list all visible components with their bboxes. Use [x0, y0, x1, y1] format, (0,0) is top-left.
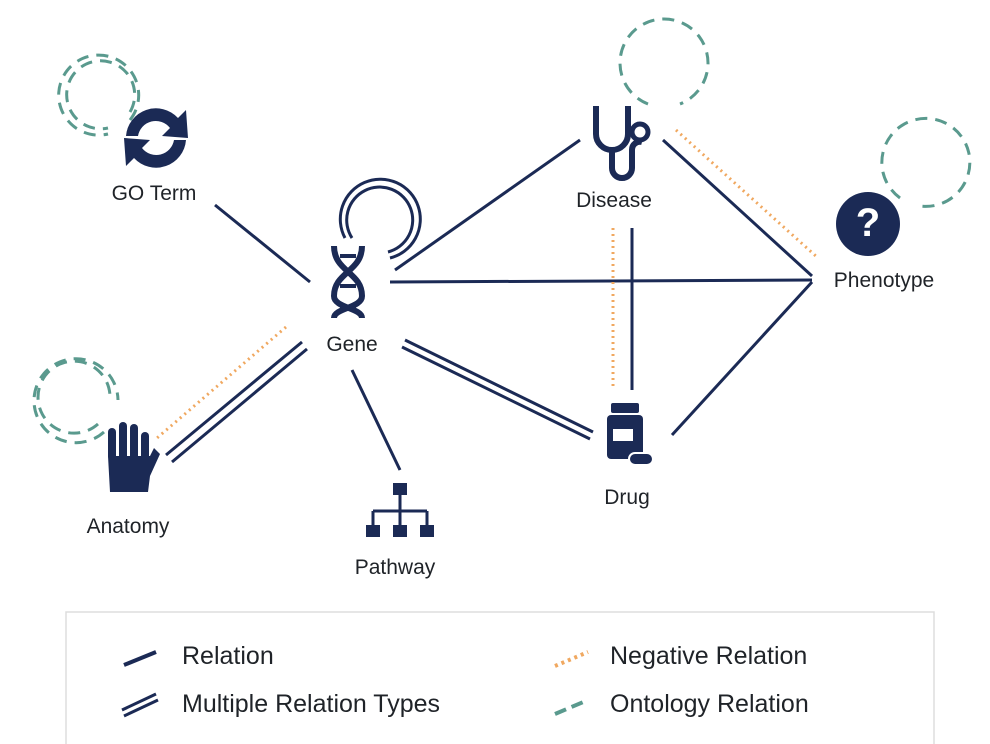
edge-gene-disease: [394, 138, 581, 272]
legend-relation-swatch: [123, 650, 157, 667]
legend-ontology-label: Ontology Relation: [610, 690, 809, 718]
dna-icon: [330, 245, 366, 319]
disease-label: Disease: [576, 189, 652, 212]
legend-multiple-label: Multiple Relation Types: [182, 690, 440, 718]
legend-box: [65, 611, 935, 744]
phenotype-label: Phenotype: [834, 269, 934, 292]
hierarchy-icon: [366, 483, 434, 537]
pill-bottle-icon: [607, 403, 654, 466]
hand-icon: [108, 422, 160, 492]
phenotype-ontology-loop: [880, 116, 972, 208]
edge-gene-drug-b: [401, 345, 591, 441]
edge-gene-pathway: [350, 369, 402, 471]
go-term-label: GO Term: [112, 182, 197, 205]
edge-gene-anatomy-a: [165, 340, 303, 457]
question-mark-icon: ?: [836, 192, 900, 256]
anatomy-label: Anatomy: [87, 515, 170, 538]
multiple-relation-edges: [165, 338, 594, 464]
legend-relation-label: Relation: [182, 642, 274, 670]
drug-label: Drug: [604, 486, 650, 509]
legend: Relation Multiple Relation Types Negativ…: [65, 611, 935, 744]
stethoscope-icon: [593, 106, 651, 181]
edge-phenotype-drug: [670, 280, 814, 437]
legend-ontology-swatch: [554, 698, 589, 716]
go-term-ontology-loop-inner: [65, 59, 137, 131]
edge-gene-drug-a: [404, 338, 594, 434]
edge-gene-phenotype: [389, 278, 813, 284]
legend-negative-label: Negative Relation: [610, 642, 807, 670]
negative-edges: [156, 128, 820, 440]
legend-multiple-swatch-b: [123, 698, 159, 718]
edge-gene-anatomy-b: [171, 347, 308, 464]
edge-goterm-gene: [214, 203, 311, 284]
disease-ontology-loop: [618, 17, 710, 106]
pathway-label: Pathway: [355, 556, 436, 579]
gene-self-loop: [338, 177, 422, 260]
svg-text:?: ?: [856, 201, 880, 245]
edge-neg-disease-phenotype: [674, 128, 820, 260]
go-term-ontology-loop: [57, 53, 141, 137]
edge-disease-phenotype: [661, 138, 814, 278]
cycle-arrows-icon: [124, 108, 188, 168]
ontology-loops: [32, 17, 972, 445]
legend-negative-swatch: [554, 650, 589, 668]
gene-label: Gene: [326, 333, 377, 356]
anatomy-ontology-loop: [32, 357, 120, 445]
anatomy-ontology-loop-inner: [36, 359, 112, 435]
edge-neg-gene-anatomy: [156, 325, 287, 440]
legend-multiple-swatch-a: [121, 692, 157, 712]
relation-edges: [214, 138, 814, 471]
